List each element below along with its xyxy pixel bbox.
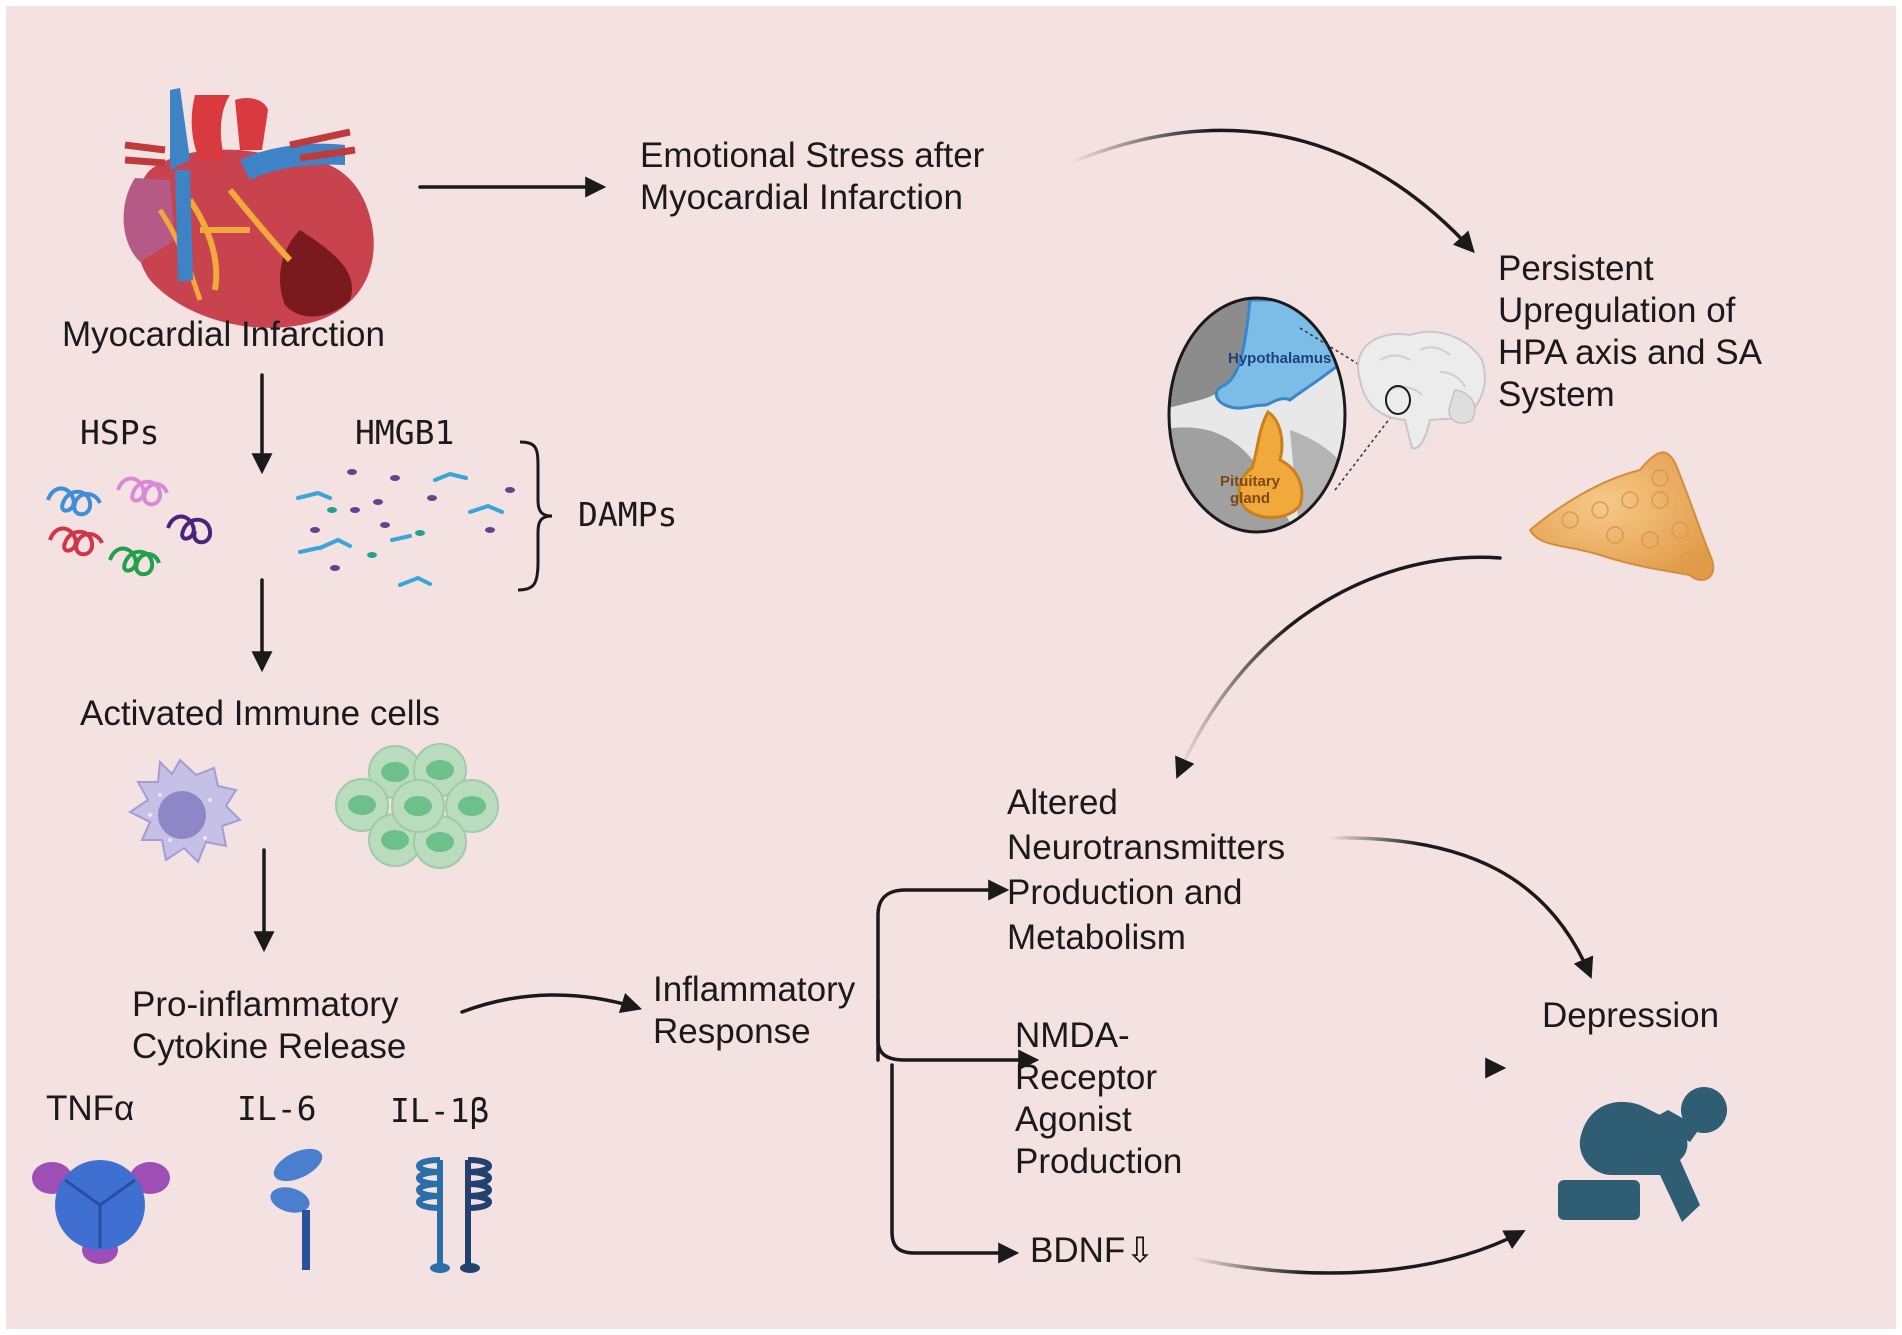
- hypothalamus-label: Hypothalamus: [1228, 350, 1332, 367]
- mi-label: Myocardial Infarction: [62, 315, 385, 354]
- arrow-branch-to-bdnf: [890, 1063, 1020, 1264]
- hpa-label: Persistent Upregulation of HPA axis and …: [1498, 249, 1762, 414]
- macrophage-icon: [128, 758, 242, 864]
- pituitary-label: Pituitary gland: [1219, 473, 1280, 507]
- depressed-person-icon: [1558, 1087, 1727, 1222]
- arrow-stress-to-hpa: [1070, 128, 1475, 254]
- adrenal-gland-icon: [1528, 451, 1715, 581]
- emotional-stress-label: Emotional Stress after Myocardial Infarc…: [640, 136, 985, 217]
- brain-icon: [1357, 330, 1486, 450]
- tnf-label: TNFα: [46, 1089, 135, 1128]
- arrow-branch-to-nmda: [876, 998, 1040, 1071]
- tnf-alpha-icon: [32, 1160, 170, 1264]
- damps-brace: [517, 440, 553, 592]
- il6-icon: [270, 1148, 323, 1270]
- inflammatory-response-label: Inflammatory Response: [653, 970, 856, 1051]
- heart-icon: [123, 88, 374, 328]
- il1b-label: IL-1β: [390, 1091, 490, 1130]
- il1b-icon: [416, 1157, 492, 1273]
- hsps-label: HSPs: [80, 413, 160, 452]
- arrow-cytokine-to-inflammatory: [460, 992, 643, 1014]
- hmgb1-molecules-icon: [296, 469, 515, 587]
- diagram-arrows: [251, 128, 1594, 1275]
- cell-cluster-icon: [335, 743, 499, 869]
- depression-label: Depression: [1542, 996, 1720, 1035]
- neurotransmitters-label: Altered Neurotransmitters Production and…: [1007, 783, 1286, 957]
- hmgb1-label: HMGB1: [355, 413, 455, 452]
- cytokine-label: Pro-inflammatory Cytokine Release: [132, 985, 407, 1066]
- bdnf-label: BDNF⇩: [1030, 1231, 1155, 1270]
- hsp-proteins-icon: [46, 476, 213, 577]
- immune-cells-label: Activated Immune cells: [80, 694, 440, 733]
- arrow-branch-to-neuro: [876, 879, 1010, 1062]
- damps-label: DAMPs: [578, 495, 678, 534]
- arrow-hpa-to-neuro: [1175, 555, 1502, 779]
- arrow-bdnf-to-depression: [1190, 1230, 1526, 1275]
- hypothalamus-pituitary-icon: [1167, 296, 1401, 534]
- arrow-neuro-to-depression: [1328, 836, 1594, 979]
- nmda-label: NMDA- Receptor Agonist Production: [1015, 1016, 1183, 1181]
- il6-label: IL-6: [237, 1089, 317, 1128]
